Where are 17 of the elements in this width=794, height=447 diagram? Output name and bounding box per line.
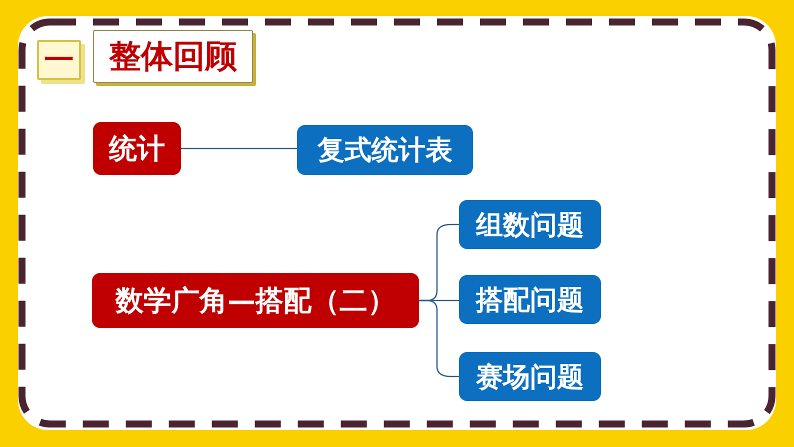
node-label: 组数问题	[476, 208, 584, 242]
subtopic-box	[459, 352, 601, 401]
subtopic-box	[297, 125, 473, 175]
heading-box	[93, 30, 253, 83]
node-label: 搭配问题	[476, 284, 584, 318]
node-label: 复式统计表	[318, 134, 452, 168]
node-label: 赛场问题	[476, 360, 584, 394]
subtopic-box	[459, 200, 601, 249]
node-label: 数学广角—搭配（二）	[116, 282, 396, 318]
node-label: 统计	[109, 130, 165, 166]
node-label: 一	[44, 42, 74, 80]
topic-box	[93, 122, 181, 175]
connector-line	[419, 300, 459, 378]
connector-line	[181, 148, 297, 150]
topic-box	[92, 273, 419, 328]
node-label: 整体回顾	[109, 36, 237, 76]
subtopic-box	[459, 275, 601, 324]
